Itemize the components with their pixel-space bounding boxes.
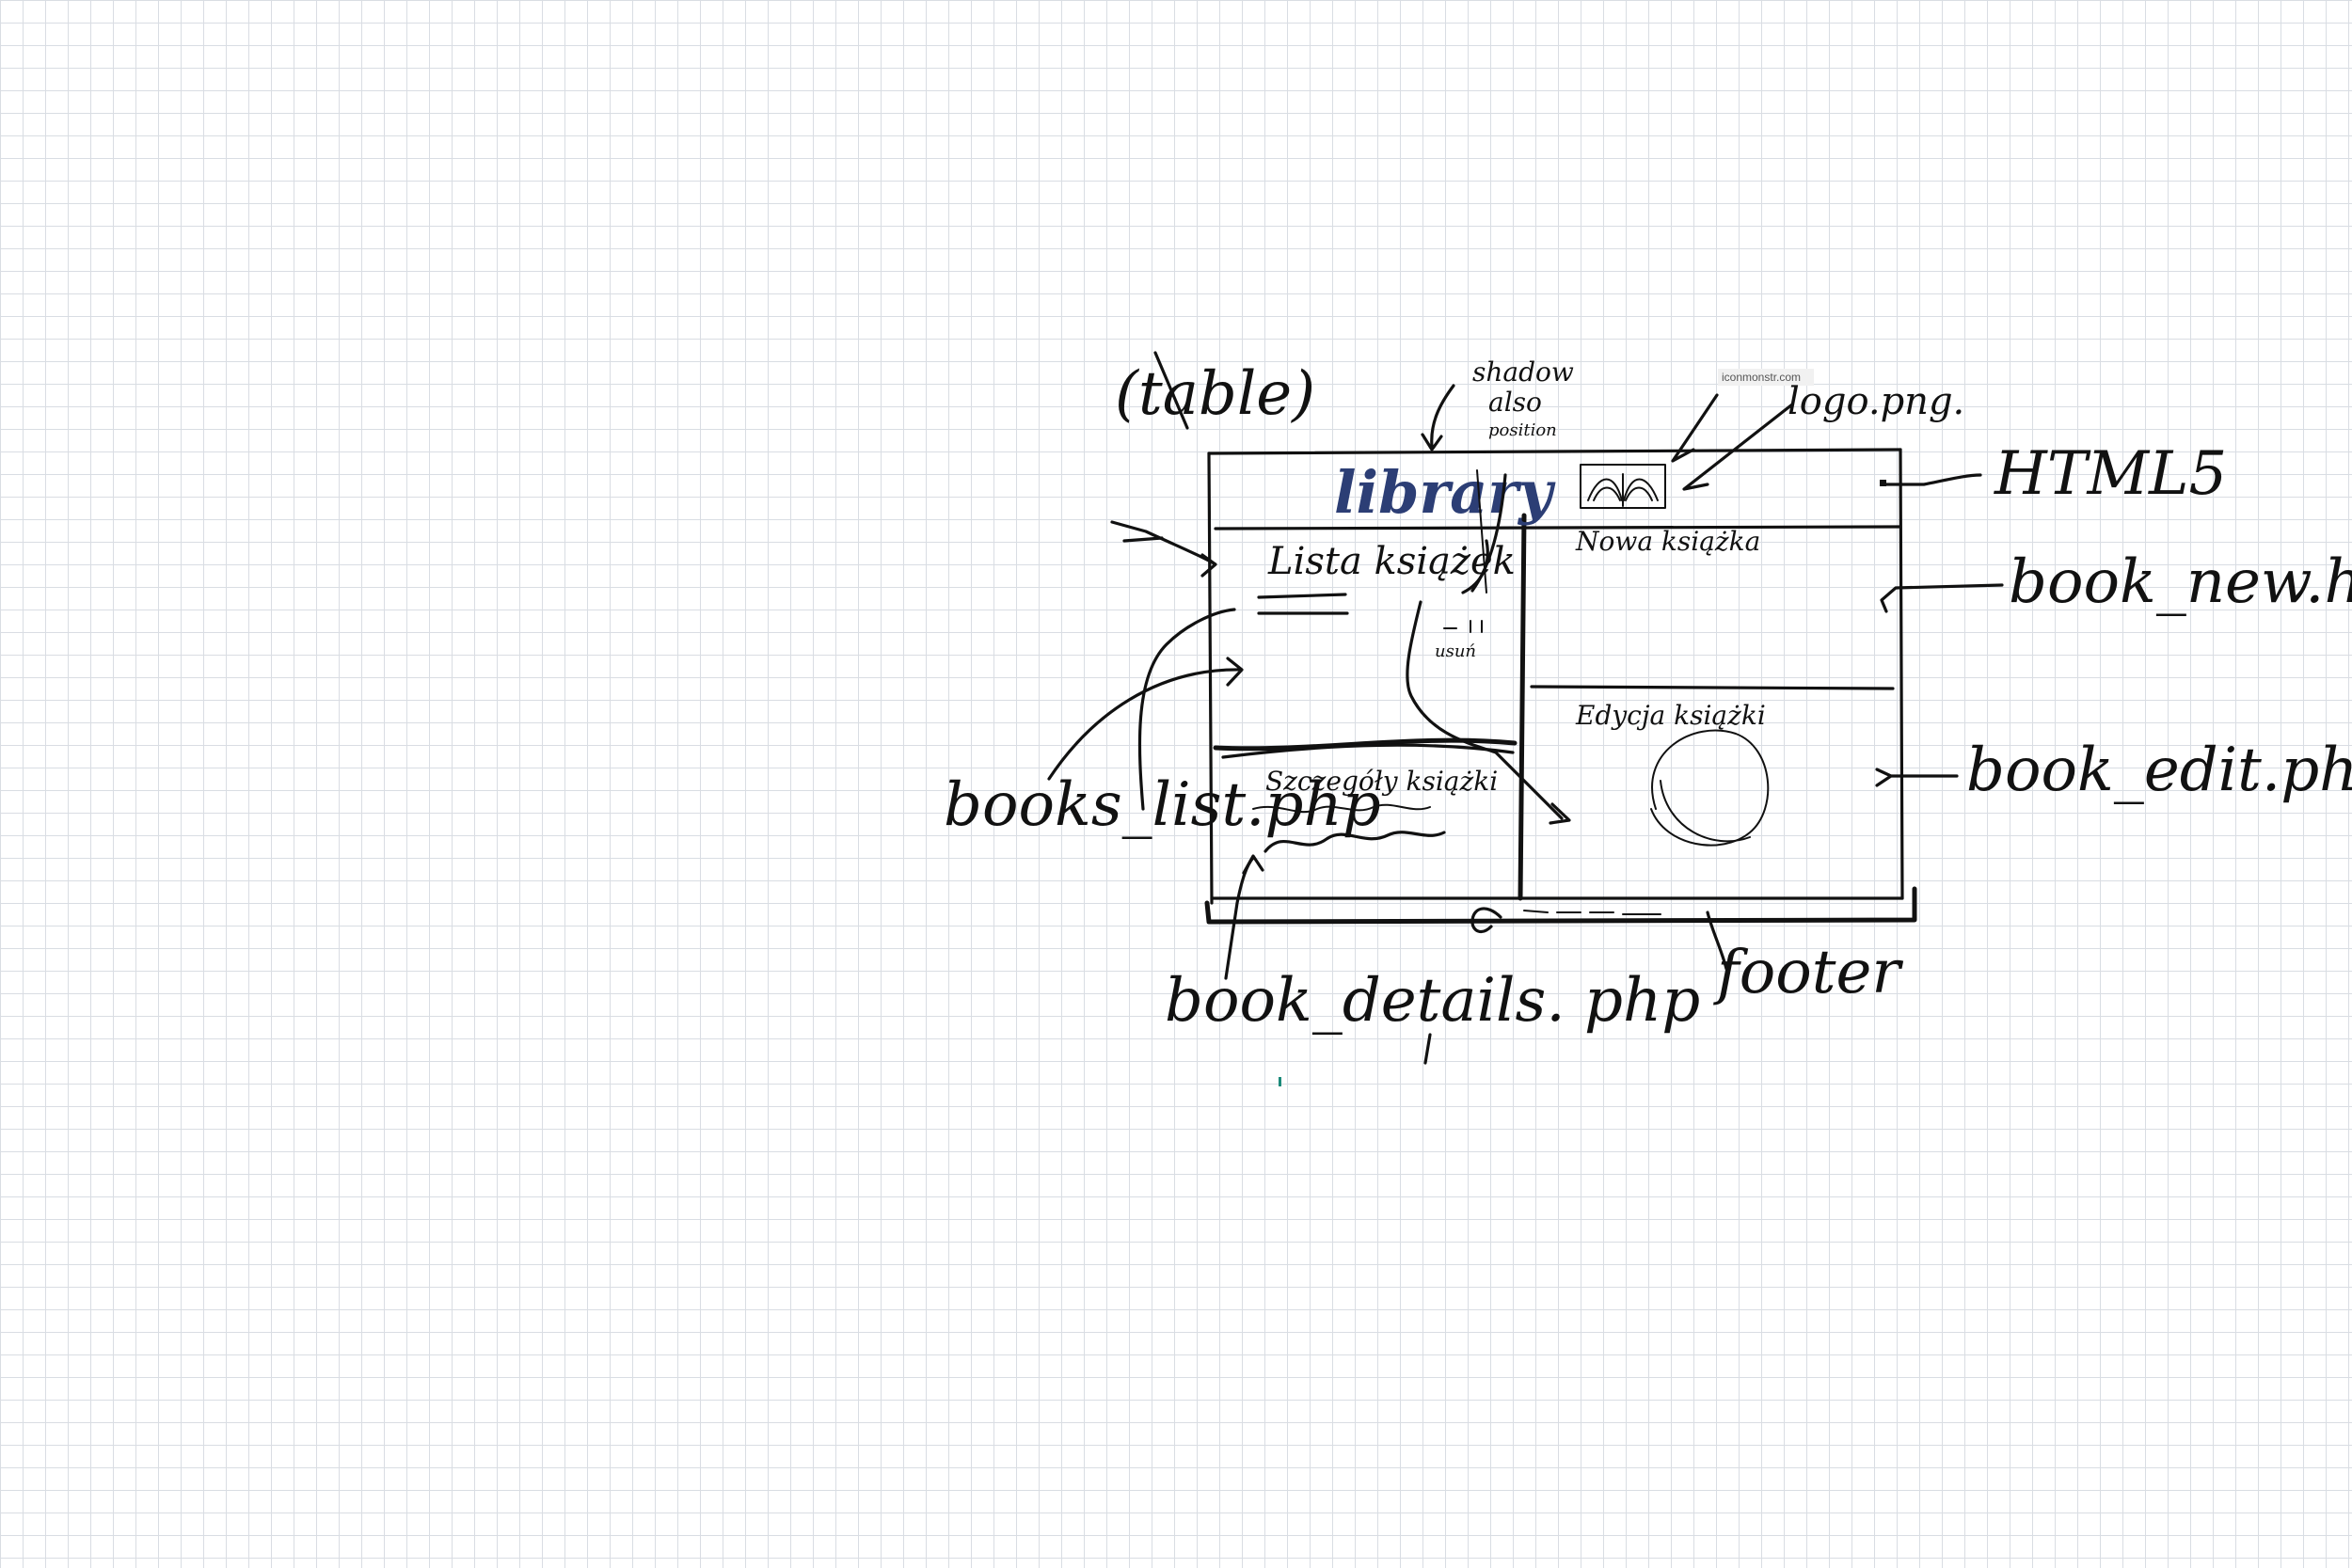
annotation-shadow: shadow <box>1472 356 1574 388</box>
header-divider <box>1214 525 1902 531</box>
svg-text:iconmonstr.com: iconmonstr.com <box>1722 371 1801 384</box>
site-title: library <box>1334 458 1556 527</box>
annotation-also: also <box>1488 387 1542 418</box>
annotation-table: (table) <box>1115 359 1315 429</box>
book-list-heading: Lista książek <box>1267 540 1516 583</box>
page-frame <box>1204 448 1917 925</box>
column-divider <box>1518 513 1527 901</box>
annotation-book-details: book_details. php <box>1165 966 1700 1036</box>
annotation-books-list: books_list.php <box>944 770 1381 840</box>
edit-book-heading: Edycja książki <box>1575 700 1766 731</box>
annotation-html5: HTML5 <box>1994 439 2227 509</box>
annotation-book-new: book_new.html <box>2009 547 2352 617</box>
delete-label: usuń <box>1435 641 1476 661</box>
left-column-divider <box>1213 737 1518 752</box>
annotation-logo-file: logo.png. <box>1788 380 1964 423</box>
open-book-icon <box>1580 464 1666 509</box>
new-book-heading: Nowa książka <box>1575 526 1760 557</box>
annotation-footer: footer <box>1713 938 1903 1007</box>
right-column-divider <box>1530 685 1895 690</box>
annotation-book-edit: book_edit.php <box>1966 736 2352 805</box>
details-heading: Szczegóły książki <box>1265 766 1498 797</box>
watermark: iconmonstr.com <box>1718 369 1814 386</box>
annotation-position: position <box>1488 420 1557 440</box>
